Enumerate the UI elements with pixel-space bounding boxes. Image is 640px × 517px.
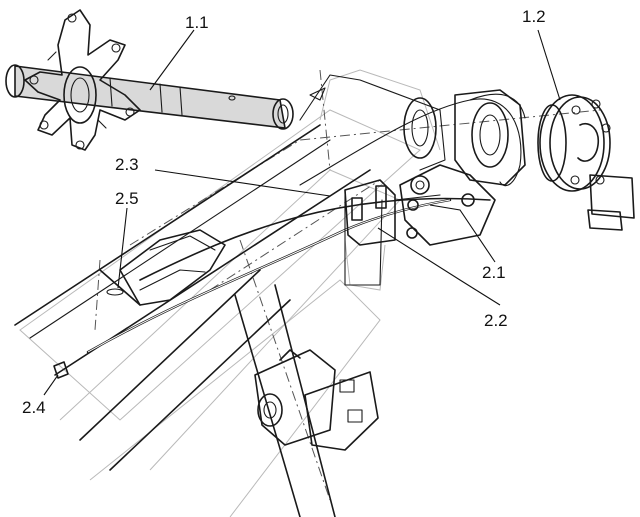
callout-1-2: 1.2 — [522, 7, 546, 26]
down-tube — [14, 124, 371, 376]
leader-2-1 — [429, 204, 496, 263]
bottom-bracket-area — [299, 74, 446, 286]
callout-2-5: 2.5 — [115, 189, 139, 208]
twist-shifter-1-2 — [537, 94, 635, 231]
ghost-frame — [19, 69, 441, 517]
callout-2-3: 2.3 — [115, 155, 139, 174]
leader-2-5 — [117, 207, 128, 289]
leader-1-1 — [149, 29, 195, 91]
leader-2-3 — [154, 169, 331, 197]
cable-housing-2-3 — [86, 197, 491, 354]
callout-2-1: 2.1 — [482, 263, 506, 282]
leader-2-2 — [377, 227, 501, 306]
callout-2-2: 2.2 — [484, 311, 508, 330]
leader-lines — [43, 29, 561, 396]
brake-lever-clamp — [254, 349, 379, 451]
callout-2-4: 2.4 — [22, 398, 46, 417]
crank-axle-1-1 — [5, 64, 294, 130]
callout-1-1: 1.1 — [185, 13, 209, 32]
leader-2-4 — [43, 374, 59, 396]
shifter-mechanism-2-1 — [344, 89, 526, 246]
leader-1-2 — [537, 29, 561, 101]
set-screw-2-4 — [53, 361, 69, 379]
callout-labels: 1.1 1.2 2.3 2.5 2.1 2.2 2.4 — [22, 7, 546, 417]
fork-clamp — [99, 229, 226, 306]
lower-tubes — [79, 269, 336, 517]
spider-chainring-carrier — [24, 9, 141, 151]
